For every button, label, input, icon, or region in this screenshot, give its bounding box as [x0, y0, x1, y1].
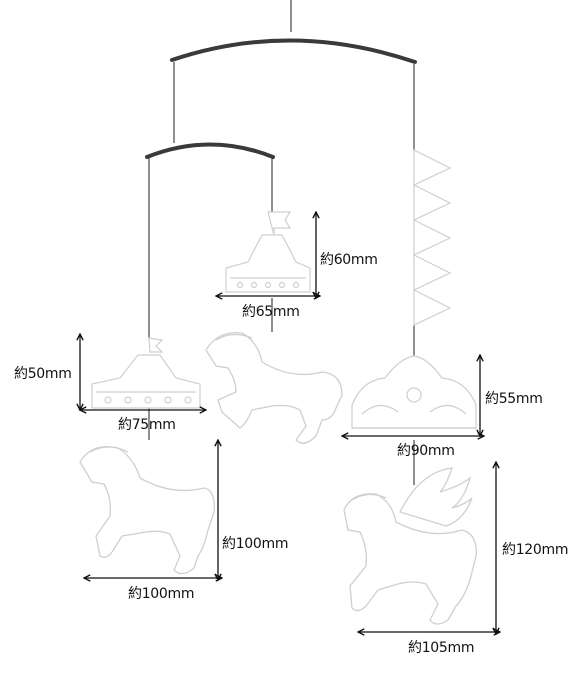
tent-large: [225, 211, 311, 293]
horse-lower: [79, 445, 215, 575]
tent-large-height-label: 約60mm: [320, 252, 378, 268]
horse-upper: [205, 331, 343, 444]
pegasus-width-label: 約105mm: [408, 640, 475, 656]
crown-width-label: 約90mm: [397, 443, 455, 459]
tent-small: [91, 337, 201, 409]
top-bar: [170, 38, 417, 64]
tent-large-width-label: 約65mm: [242, 304, 300, 320]
pegasus-height-label: 約120mm: [502, 542, 569, 558]
horse-width-label: 約100mm: [128, 586, 195, 602]
dimension-arrows: [80, 212, 500, 634]
pegasus: [343, 467, 477, 625]
pennant-flags: [413, 149, 452, 326]
horse-height-label: 約100mm: [222, 536, 289, 552]
middle-bar: [145, 142, 275, 159]
tent-small-width-label: 約75mm: [118, 417, 176, 433]
crown-height-label: 約55mm: [485, 391, 543, 407]
crown: [351, 355, 477, 429]
tent-small-height-label: 約50mm: [14, 366, 72, 382]
